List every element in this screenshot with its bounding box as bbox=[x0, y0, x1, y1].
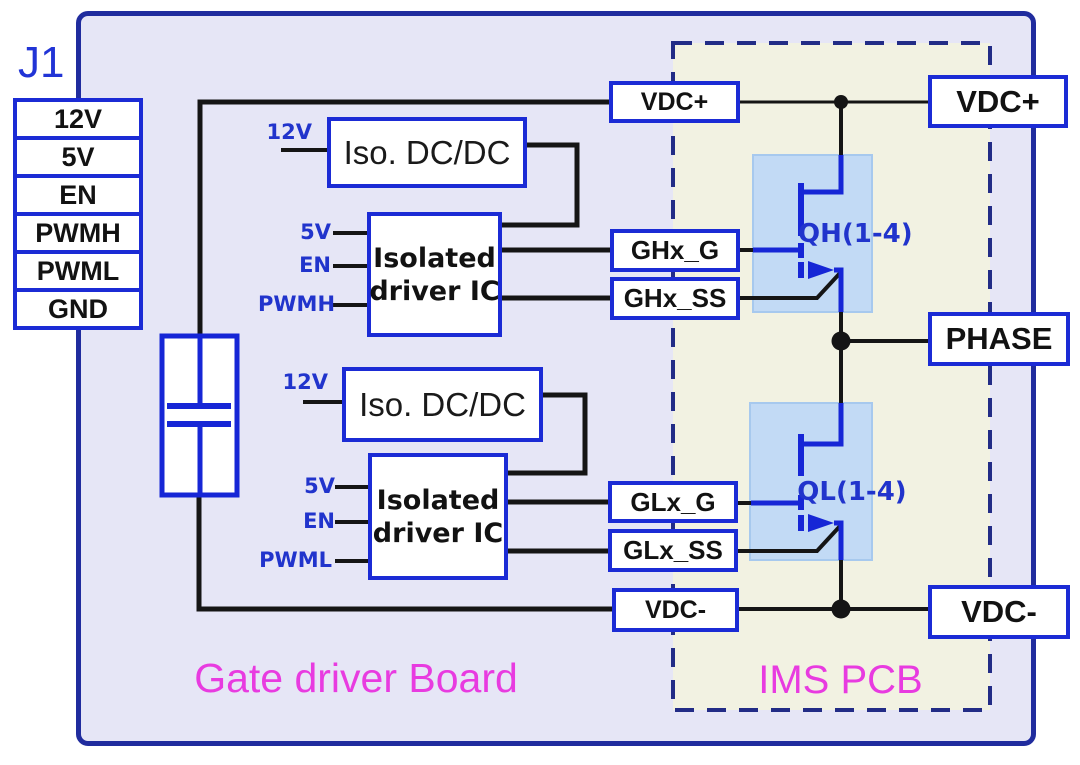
ims-dashed-border bbox=[671, 41, 992, 712]
wire-ql-source-sense bbox=[737, 523, 843, 553]
label-pwml: PWML bbox=[259, 548, 332, 572]
label-pwmh: PWMH bbox=[258, 292, 336, 316]
gate-driver-board-caption: Gate driver Board bbox=[194, 655, 518, 701]
j1-pin-pwml: PWML bbox=[13, 250, 143, 292]
ql-transistor-label: QL(1-4) bbox=[797, 477, 907, 507]
glx-ss-box: GLx_SS bbox=[608, 529, 738, 572]
iso-dcdc-block-bottom: Iso. DC/DC bbox=[342, 367, 543, 442]
ql-highlight-box bbox=[749, 402, 873, 561]
vdc-minus-terminal: VDC- bbox=[928, 585, 1070, 639]
label-en-top: EN bbox=[299, 253, 331, 277]
wire-dcdc1-to-driver1 bbox=[502, 142, 580, 228]
label-5v-bottom: 5V bbox=[304, 474, 335, 498]
j1-pin-pwmh: PWMH bbox=[13, 212, 143, 254]
wire-vdc-plus-to-cap bbox=[197, 99, 610, 336]
wire-cap-to-vdc-minus bbox=[196, 495, 612, 612]
junction-dot-phase bbox=[831, 331, 851, 351]
driver-ic-bottom-line1: Isolated bbox=[376, 484, 500, 516]
vdc-minus-internal-box: VDC- bbox=[612, 588, 739, 632]
qh-mosfet-symbol bbox=[753, 155, 844, 312]
wire-qh-source-sense bbox=[740, 270, 843, 300]
label-12v-top: 12V bbox=[266, 120, 312, 144]
glx-g-box: GLx_G bbox=[608, 481, 738, 523]
ghx-ss-box: GHx_SS bbox=[610, 277, 740, 320]
driver-ic-bottom-line2: driver IC bbox=[372, 517, 504, 549]
vdc-plus-internal-box: VDC+ bbox=[609, 81, 740, 123]
j1-pin-12v: 12V bbox=[13, 98, 143, 140]
driver-ic-top-line2: driver IC bbox=[369, 275, 500, 307]
qh-highlight-box bbox=[752, 154, 873, 313]
j1-connector: 12V 5V EN PWMH PWML GND bbox=[13, 98, 143, 330]
qh-transistor-label: QH(1-4) bbox=[798, 219, 913, 249]
ghx-g-box: GHx_G bbox=[610, 229, 740, 272]
vdc-plus-terminal: VDC+ bbox=[928, 75, 1068, 128]
ims-pcb-caption: IMS PCB bbox=[758, 658, 923, 702]
j1-connector-label: J1 bbox=[18, 38, 65, 87]
label-en-bottom: EN bbox=[303, 509, 335, 533]
j1-pin-en: EN bbox=[13, 174, 143, 216]
label-12v-bottom: 12V bbox=[282, 370, 328, 394]
j1-pin-gnd: GND bbox=[13, 288, 143, 330]
isolated-driver-ic-bottom: Isolated driver IC bbox=[368, 453, 508, 580]
j1-pin-5v: 5V bbox=[13, 136, 143, 178]
iso-dcdc-block-top: Iso. DC/DC bbox=[327, 117, 527, 188]
ql-mosfet-symbol bbox=[751, 403, 844, 560]
driver-ic-top-line1: Isolated bbox=[373, 242, 496, 274]
capacitor-plates bbox=[167, 403, 231, 427]
wire-dcdc2-to-driver2 bbox=[508, 392, 588, 476]
junction-dot-vdc-minus bbox=[831, 599, 851, 619]
junction-dot-vdc-plus bbox=[834, 95, 848, 109]
isolated-driver-ic-top: Isolated driver IC bbox=[367, 212, 502, 337]
phase-terminal: PHASE bbox=[928, 312, 1070, 366]
label-5v-top: 5V bbox=[300, 220, 331, 244]
